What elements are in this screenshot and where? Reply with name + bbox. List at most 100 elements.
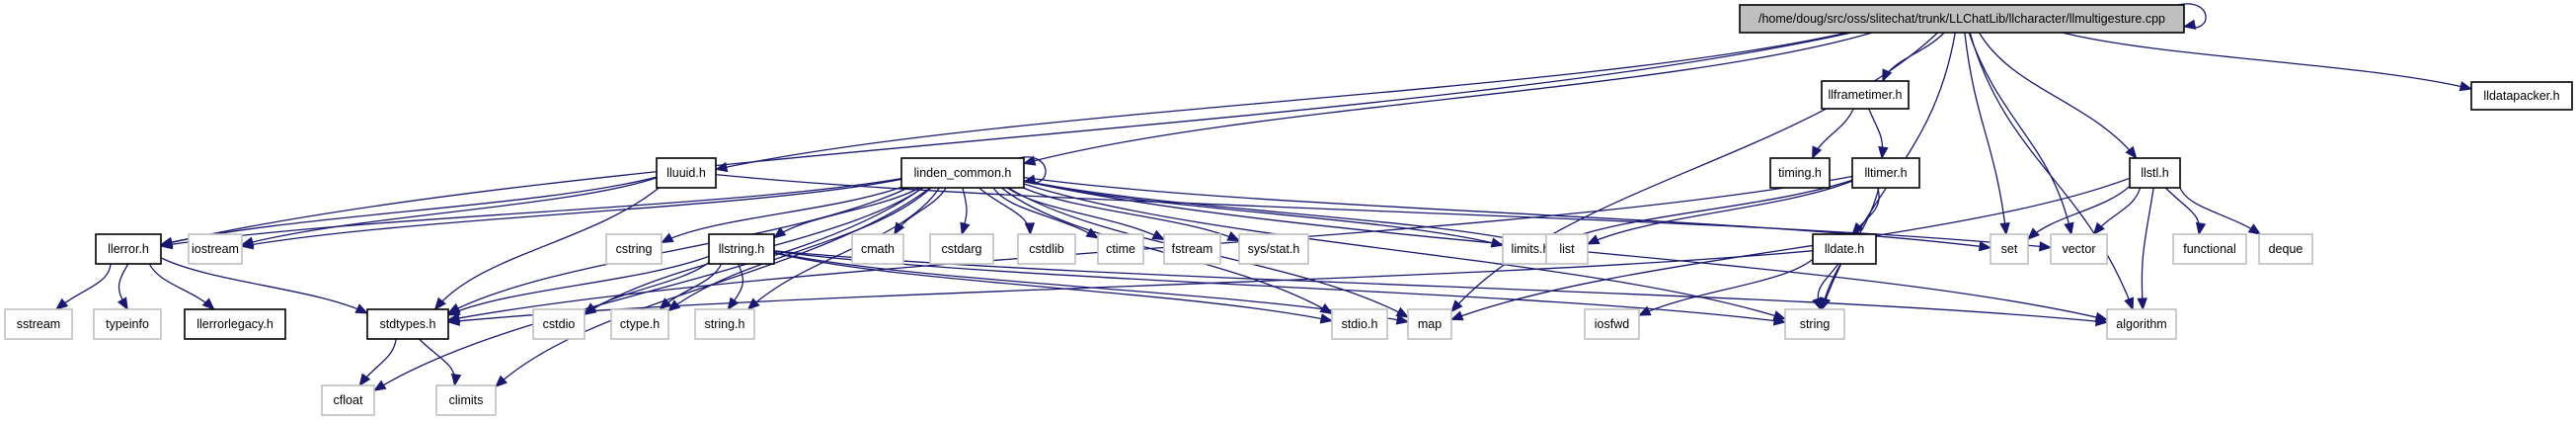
edge-line	[1969, 32, 2134, 310]
edge-llerror-to-sstream	[54, 263, 112, 310]
edge-lltimer-to-lldate	[1851, 187, 1880, 235]
edge-main-to-linden_common	[1022, 32, 1873, 166]
node-stringh: string.h	[694, 308, 755, 340]
arrowhead	[1878, 145, 1889, 160]
arrowhead	[583, 302, 597, 315]
edge-line	[373, 187, 923, 391]
node-cfloat: cfloat	[321, 384, 375, 416]
arrowhead	[1851, 221, 1864, 235]
arrowhead	[1085, 227, 1100, 239]
arrowhead	[666, 299, 681, 312]
arrowhead	[1151, 229, 1166, 241]
node-box	[1784, 308, 1845, 340]
arrowhead	[2095, 315, 2109, 327]
node-box	[1769, 157, 1831, 189]
edge-llframetimer-to-timing	[1811, 108, 1854, 160]
node-box	[2470, 81, 2573, 111]
node-label: llerrorlegacy.h	[196, 317, 273, 331]
node-climits: climits	[435, 384, 497, 416]
arrowhead	[495, 375, 508, 388]
node-main[interactable]: /home/doug/src/oss/slitechat/trunk/LLCha…	[1739, 4, 2185, 34]
node-llstl[interactable]: llstl.h	[2129, 157, 2181, 189]
arrowhead	[1450, 299, 1463, 313]
arrowhead	[117, 296, 128, 311]
node-lluuid[interactable]: lluuid.h	[656, 157, 717, 189]
node-label: llstl.h	[2141, 166, 2169, 180]
node-ctime: ctime	[1097, 233, 1144, 265]
node-lltimer[interactable]: lltimer.h	[1851, 157, 1920, 189]
edge-llstl-to-map	[1449, 177, 2131, 321]
node-llframetimer[interactable]: llframetimer.h	[1821, 80, 1910, 110]
node-box	[1990, 233, 2029, 265]
edge-line	[1023, 180, 1547, 247]
edge-llframetimer-to-lltimer	[1868, 108, 1889, 160]
node-ctype: ctype.h	[610, 308, 669, 340]
node-label: llerror.h	[108, 242, 149, 256]
node-label: cstdio	[543, 317, 576, 331]
node-map: map	[1407, 308, 1452, 340]
node-llstring[interactable]: llstring.h	[708, 233, 775, 265]
edge-line	[1450, 177, 2131, 321]
node-box	[1812, 233, 1877, 265]
node-label: deque	[2269, 242, 2303, 256]
edge-line	[148, 263, 215, 310]
edge-linden_common-to-stdtypes	[446, 187, 909, 314]
edge-line	[715, 32, 1848, 171]
edge-llstl-to-vector	[2092, 187, 2142, 236]
node-box	[93, 308, 162, 340]
edge-main-to-llstl	[1978, 32, 2138, 160]
edge-llstring-to-stdtypes	[446, 255, 710, 316]
arrowhead	[1811, 145, 1823, 160]
edge-line	[447, 255, 710, 316]
node-stdtypes[interactable]: stdtypes.h	[366, 308, 449, 340]
arrowhead	[1978, 240, 1992, 252]
node-box	[851, 233, 904, 265]
node-functional: functional	[2172, 233, 2247, 265]
node-box	[1407, 308, 1452, 340]
node-algorithm: algorithm	[2106, 308, 2177, 340]
node-box	[929, 233, 994, 265]
edge-lltimer-to-limits	[1556, 179, 1853, 244]
arrowhead	[1226, 231, 1241, 241]
node-lldatapacker[interactable]: lldatapacker.h	[2470, 81, 2573, 111]
node-label: cfloat	[334, 393, 363, 407]
arrowhead	[2137, 297, 2147, 311]
edge-line	[667, 187, 932, 311]
node-label: cstring	[616, 242, 653, 256]
node-timing[interactable]: timing.h	[1769, 157, 1831, 189]
node-label: timing.h	[1778, 166, 1822, 180]
node-box	[188, 233, 243, 265]
edge-main-to-llframetimer	[1882, 32, 1945, 83]
edge-line	[773, 252, 1333, 322]
node-linden_common[interactable]: linden_common.h	[900, 157, 1025, 189]
arrowhead	[746, 297, 760, 310]
node-llerror[interactable]: llerror.h	[95, 233, 162, 265]
node-box	[610, 308, 669, 340]
node-label: algorithm	[2116, 317, 2166, 331]
edge-llstring-to-stringh	[727, 263, 744, 311]
edge-llstring-to-ctype	[659, 263, 723, 310]
edge-line	[160, 32, 1852, 246]
arrowhead	[727, 296, 740, 311]
arrowhead	[446, 305, 461, 316]
node-string: string	[1784, 308, 1845, 340]
edge-lltimer-to-list	[1586, 180, 1853, 245]
edge-linden_common-to-iostream	[240, 178, 902, 250]
node-fstream: fstream	[1163, 233, 1221, 265]
edge-line	[241, 177, 658, 246]
arrowhead	[1999, 221, 2010, 236]
node-label: llstring.h	[719, 242, 765, 256]
edge-linden_common-to-cstdarg	[960, 187, 971, 236]
edge-line	[1587, 180, 1853, 245]
edge-line	[160, 178, 902, 247]
node-typeinfo: typeinfo	[93, 308, 162, 340]
node-lldate[interactable]: lldate.h	[1812, 233, 1877, 265]
arrowhead	[358, 373, 371, 387]
edge-llstring-to-cstdio	[583, 262, 710, 315]
node-llerrorlegacy[interactable]: llerrorlegacy.h	[184, 308, 286, 340]
arrowhead	[2092, 221, 2105, 236]
node-label: stdio.h	[1342, 317, 1378, 331]
edge-line	[1638, 258, 1814, 316]
edge-line	[1001, 187, 1333, 314]
